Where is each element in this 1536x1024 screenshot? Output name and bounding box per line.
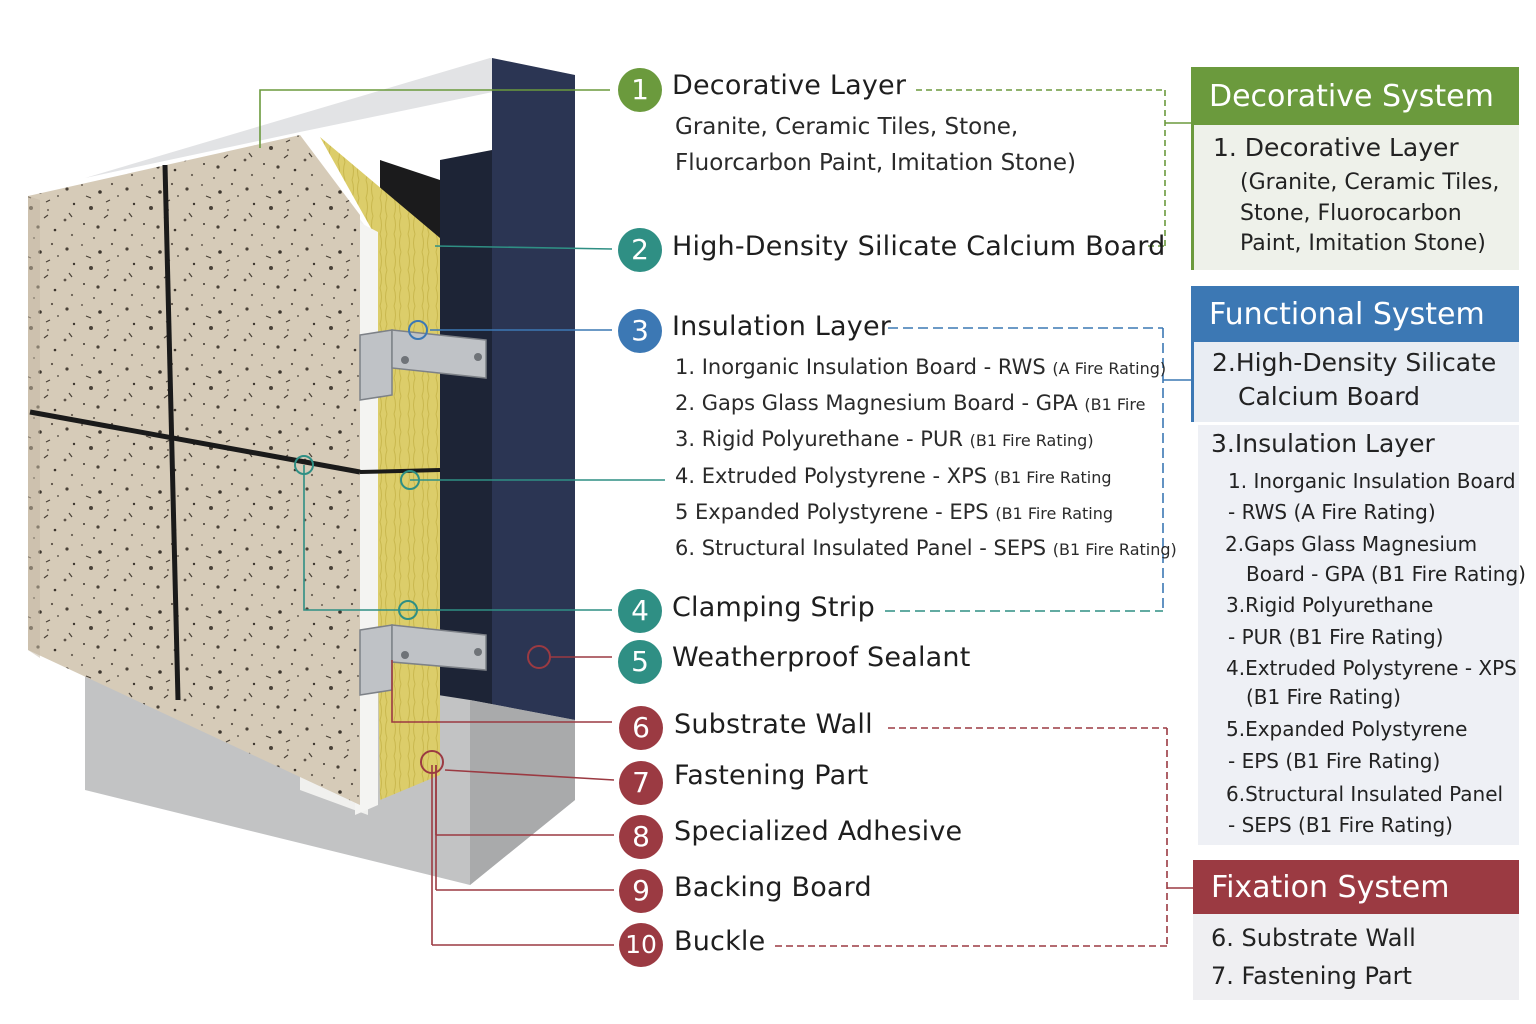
insulation-item-6: 6. Structural Insulated Panel - SEPS (B1… — [675, 536, 1177, 560]
decorative-system-desc-1: (Granite, Ceramic Tiles, — [1240, 170, 1500, 195]
functional-sub-4: Board - GPA (B1 Fire Rating) — [1246, 562, 1526, 586]
decorative-system-title: Decorative System — [1209, 78, 1494, 114]
functional-sub-6: - PUR (B1 Fire Rating) — [1228, 625, 1444, 649]
label-number-10: 10 — [619, 923, 663, 967]
functional-system-insulation-box: 3.Insulation Layer 1. Inorganic Insulati… — [1198, 425, 1526, 845]
functional-sub-7: 4.Extruded Polystyrene - XPS — [1226, 656, 1517, 680]
fixation-system-body: 6. Substrate Wall 7. Fastening Part — [1193, 914, 1519, 1000]
functional-sub-8: (B1 Fire Rating) — [1246, 685, 1401, 709]
decorative-system-desc-2: Stone, Fluorocarbon — [1240, 201, 1462, 226]
insulation-item-2: 2. Gaps Glass Magnesium Board - GPA (B1 … — [675, 391, 1146, 415]
fixation-system-header: Fixation System — [1193, 860, 1519, 914]
fixation-system-title: Fixation System — [1211, 869, 1450, 905]
label-specialized-adhesive: Specialized Adhesive — [674, 816, 963, 847]
functional-sub-11: 6.Structural Insulated Panel — [1226, 782, 1504, 806]
decorative-system-header: Decorative System — [1191, 67, 1519, 125]
functional-sub-10: - EPS (B1 Fire Rating) — [1228, 749, 1441, 773]
label-number-2: 2 — [618, 228, 662, 272]
label-insulation-layer: Insulation Layer — [672, 311, 892, 342]
label-number-4: 4 — [618, 589, 662, 633]
functional-item-3: 3.Insulation Layer — [1211, 429, 1435, 458]
label-buckle: Buckle — [674, 926, 766, 957]
functional-item-2-line2: Calcium Board — [1238, 382, 1421, 411]
functional-sub-5: 3.Rigid Polyurethane — [1226, 593, 1434, 617]
label-number-6: 6 — [619, 706, 663, 750]
label-backing-board: Backing Board — [674, 872, 872, 903]
functional-item-2-line1: 2.High-Density Silicate — [1212, 348, 1497, 377]
label-weatherproof-sealant: Weatherproof Sealant — [672, 642, 971, 673]
functional-sub-2: - RWS (A Fire Rating) — [1228, 500, 1436, 524]
label-number-8: 8 — [619, 815, 663, 859]
functional-sub-3: 2.Gaps Glass Magnesium — [1225, 532, 1478, 556]
label-decorative-desc-line2: Fluorcarbon Paint, Imitation Stone) — [675, 150, 1076, 176]
functional-system-header: Functional System — [1191, 286, 1519, 342]
functional-system-title: Functional System — [1209, 296, 1485, 332]
label-number-3: 3 — [618, 309, 662, 353]
label-decorative-desc-line1: Granite, Ceramic Tiles, Stone, — [675, 114, 1019, 140]
functional-sub-12: - SEPS (B1 Fire Rating) — [1228, 813, 1453, 837]
label-decorative-layer: Decorative Layer — [672, 70, 907, 101]
functional-sub-9: 5.Expanded Polystyrene — [1226, 717, 1468, 741]
label-substrate-wall: Substrate Wall — [674, 709, 873, 740]
label-number-1: 1 — [618, 68, 662, 112]
fixation-item-1: 6. Substrate Wall — [1211, 924, 1416, 952]
label-number-9: 9 — [619, 869, 663, 913]
decorative-system-item: 1. Decorative Layer — [1213, 133, 1459, 162]
insulation-item-4: 4. Extruded Polystyrene - XPS (B1 Fire R… — [675, 464, 1112, 488]
functional-sub-1: 1. Inorganic Insulation Board — [1228, 469, 1516, 493]
label-fastening-part: Fastening Part — [674, 760, 869, 791]
label-number-5: 5 — [618, 640, 662, 684]
insulation-item-3: 3. Rigid Polyurethane - PUR (B1 Fire Rat… — [675, 427, 1094, 451]
decorative-system-body: 1. Decorative Layer (Granite, Ceramic Ti… — [1191, 125, 1519, 270]
fixation-item-2: 7. Fastening Part — [1211, 962, 1412, 990]
insulation-item-1: 1. Inorganic Insulation Board - RWS (A F… — [675, 355, 1167, 379]
decorative-system-desc-3: Paint, Imitation Stone) — [1240, 231, 1486, 256]
label-silicate-calcium-board: High-Density Silicate Calcium Board — [672, 231, 1166, 262]
label-number-7: 7 — [619, 761, 663, 805]
functional-system-board-box: 2.High-Density Silicate Calcium Board — [1191, 342, 1519, 422]
insulation-item-5: 5 Expanded Polystyrene - EPS (B1 Fire Ra… — [675, 500, 1114, 524]
label-clamping-strip: Clamping Strip — [672, 592, 875, 623]
